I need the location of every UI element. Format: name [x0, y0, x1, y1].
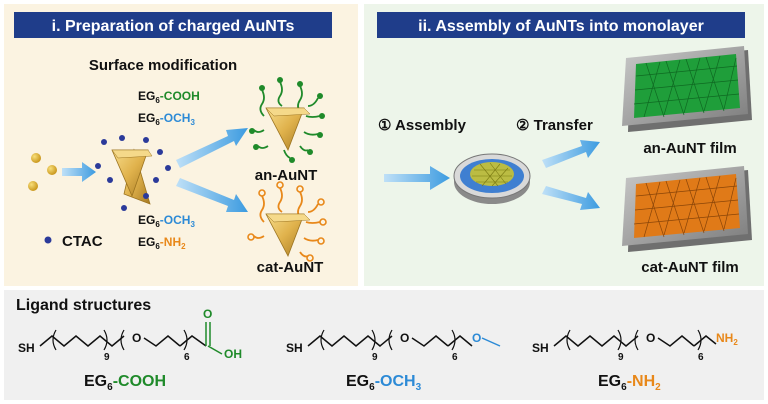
svg-text:O: O [203, 307, 212, 321]
svg-text:OH: OH [224, 347, 242, 361]
an-aunt-label: an-AuNT [255, 167, 318, 184]
transfer-step-label: ② Transfer [516, 117, 593, 134]
ctac-label: CTAC [62, 233, 103, 250]
ctac-nanotriangle [111, 148, 153, 205]
assembly-step-label: ① Assembly [378, 117, 467, 134]
cat-aunt-film [622, 166, 752, 252]
svg-text:O: O [400, 331, 409, 345]
ligand-structure-nh2: SH 9 O 6 NH2 [532, 329, 738, 363]
an-film-label: an-AuNT film [643, 140, 736, 157]
cat-aunt-particle [247, 181, 327, 262]
svg-text:9: 9 [372, 352, 378, 363]
arrow-to-cat-film [542, 186, 600, 210]
cat-ligand-2: EG6-NH2 [138, 235, 186, 251]
svg-text:O: O [472, 331, 481, 345]
arrow-to-dish [384, 166, 450, 190]
an-aunt-film [622, 46, 752, 132]
surface-modification-label: Surface modification [89, 57, 237, 74]
cat-ligand-1: EG6-OCH3 [138, 213, 195, 229]
assembly-dish [453, 153, 531, 204]
an-ligand-1: EG6-COOH [138, 89, 200, 105]
panel-i-background [4, 4, 358, 286]
panel-i-title-banner [14, 12, 332, 38]
arrow-to-an-aunt [176, 128, 248, 168]
panel-i-title: i. Preparation of charged AuNTs [52, 18, 295, 35]
svg-text:6: 6 [698, 352, 704, 363]
ligand-label-nh2: EG6-NH2 [598, 373, 661, 393]
ligand-label-cooh: EG6-COOH [84, 373, 166, 393]
cat-aunt-label: cat-AuNT [257, 259, 324, 276]
panel-ii-title-banner [377, 12, 745, 38]
svg-text:O: O [132, 331, 141, 345]
svg-text:SH: SH [532, 341, 549, 355]
arrow-to-an-film [542, 140, 600, 168]
an-ligand-2: EG6-OCH3 [138, 111, 195, 127]
arrow-to-cat-aunt [176, 178, 248, 212]
gold-seeds [28, 153, 57, 191]
ligand-structure-och3: SH 9 O 6 O [286, 329, 501, 363]
svg-text:6: 6 [184, 352, 190, 363]
svg-text:SH: SH [18, 341, 35, 355]
ligand-structures-title: Ligand structures [16, 297, 151, 314]
svg-text:6: 6 [452, 352, 458, 363]
cat-film-label: cat-AuNT film [641, 259, 739, 276]
panel-ii-title: ii. Assembly of AuNTs into monolayer [418, 18, 704, 35]
svg-text:9: 9 [104, 352, 110, 363]
ligand-label-och3: EG6-OCH3 [346, 373, 422, 393]
svg-text:O: O [646, 331, 655, 345]
svg-text:9: 9 [618, 352, 624, 363]
ctac-dots [95, 135, 171, 211]
arrow-seeds-to-nanotriangle [62, 162, 96, 182]
svg-text:SH: SH [286, 341, 303, 355]
ligand-panel-background [4, 290, 764, 400]
ligand-structure-cooh: SH 9 O 6 O OH [18, 307, 242, 363]
ctac-legend-dot [44, 236, 52, 244]
nh2-group: NH2 [716, 331, 738, 347]
an-aunt-particle [249, 77, 325, 163]
